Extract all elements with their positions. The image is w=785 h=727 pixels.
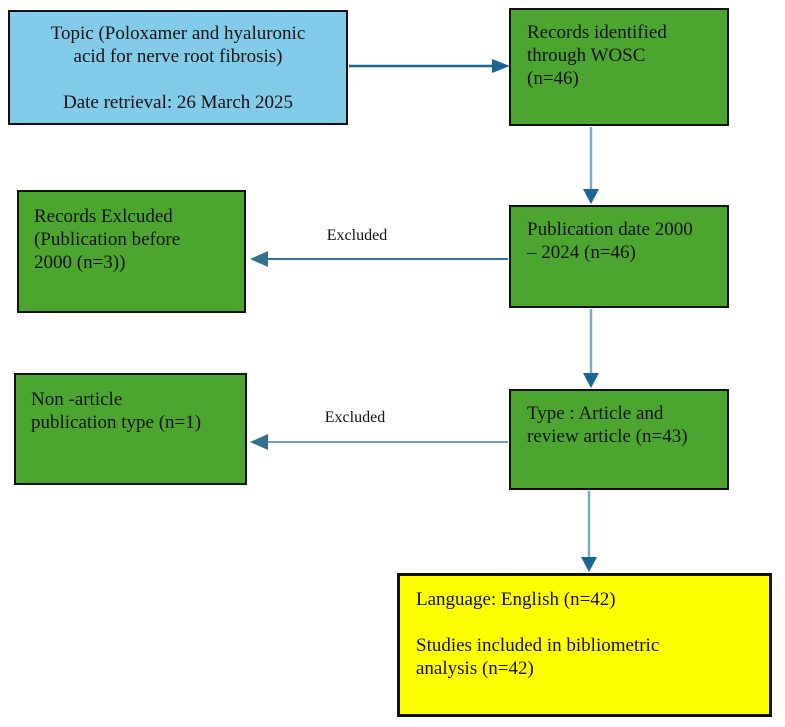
records-excluded-line-1: Records Exlcuded [34, 206, 173, 227]
excluded-label-1: Excluded [326, 227, 388, 244]
type-filter-line-1: Type : Article and [527, 403, 664, 424]
records-identified-line-3: (n=46) [527, 68, 579, 89]
publication-date-line-2: – 2024 (n=46) [527, 242, 636, 263]
non-article-line-1: Non -article [31, 389, 123, 410]
records-identified-line-1: Records identified [527, 22, 667, 43]
arrow-records-to-publication [583, 127, 599, 204]
records-excluded-box: Records Exlcuded (Publication before 200… [17, 190, 246, 313]
publication-date-line-1: Publication date 2000 [527, 219, 693, 240]
non-article-line-2: publication type (n=1) [31, 412, 202, 433]
excluded-label-2: Excluded [324, 409, 386, 426]
type-filter-line-2: review article (n=43) [527, 426, 688, 447]
arrow-topic-to-records [349, 59, 510, 73]
arrow-type-to-nonarticle [250, 434, 508, 450]
included-language-line: Language: English (n=42) [416, 589, 616, 610]
non-article-box: Non -article publication type (n=1) [14, 373, 247, 485]
arrow-type-to-included [581, 491, 597, 572]
included-box: Language: English (n=42) Studies include… [397, 573, 772, 717]
included-studies-line-1: Studies included in bibliometric [416, 635, 660, 656]
arrow-publication-to-type [583, 309, 599, 388]
records-identified-line-2: through WOSC [527, 45, 646, 66]
type-filter-box: Type : Article and review article (n=43) [509, 389, 729, 490]
topic-date-line: Date retrieval: 26 March 2025 [62, 92, 294, 113]
publication-date-box: Publication date 2000 – 2024 (n=46) [509, 205, 729, 308]
topic-line-2: acid for nerve root fibrosis) [73, 46, 283, 67]
records-excluded-line-3: 2000 (n=3)) [34, 252, 126, 273]
included-studies-line-2: analysis (n=42) [416, 658, 534, 679]
topic-box: Topic (Poloxamer and hyaluronic acid for… [8, 10, 348, 125]
records-identified-box: Records identified through WOSC (n=46) [509, 8, 729, 126]
records-excluded-line-2: (Publication before [34, 229, 181, 250]
topic-line-1: Topic (Poloxamer and hyaluronic [50, 23, 306, 44]
arrow-publication-to-excluded [250, 251, 508, 267]
